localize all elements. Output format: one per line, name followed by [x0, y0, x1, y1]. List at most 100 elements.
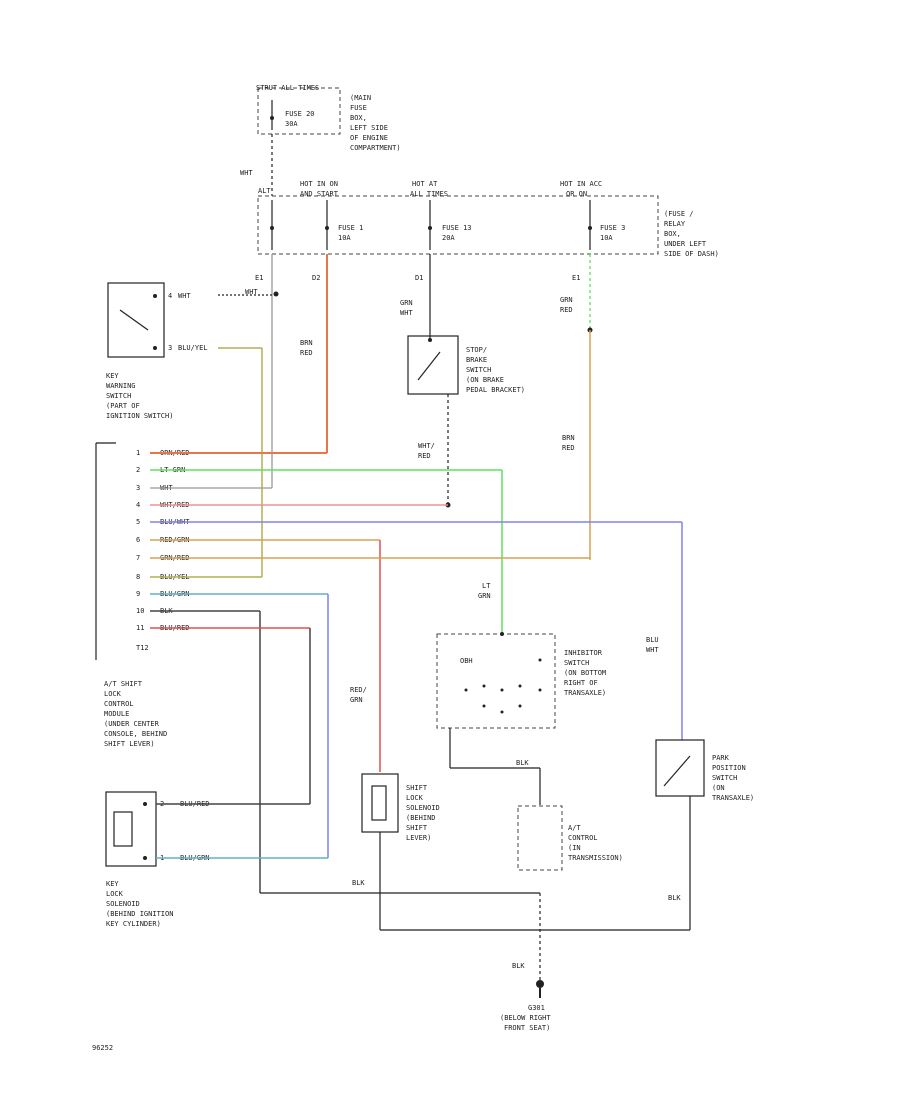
svg-text:RED: RED [418, 452, 431, 460]
svg-text:BRAKE: BRAKE [466, 356, 487, 364]
main-fuse-title: STRUT ALL TIMES [256, 84, 319, 92]
connector-pin-number: 3 [136, 484, 140, 492]
svg-text:LOCK: LOCK [406, 794, 424, 802]
svg-text:COMPARTMENT): COMPARTMENT) [350, 144, 401, 152]
inhibitor-switch: OBH INHIBITOR SWITCH (ON BOTTOM RIGHT OF… [436, 632, 606, 805]
svg-text:RIGHT OF: RIGHT OF [564, 679, 598, 687]
fuse-relay-box: ALT HOT IN ON AND START HOT AT ALL TIMES… [257, 180, 719, 258]
key-warning-switch: 4 WHT 3 BLU/YEL KEY WARNING SWITCH (PART… [106, 282, 272, 577]
svg-text:INHIBITOR: INHIBITOR [564, 649, 603, 657]
svg-text:4: 4 [168, 292, 172, 300]
svg-text:GRN: GRN [350, 696, 363, 704]
alt-label: ALT [258, 187, 271, 195]
svg-text:POSITION: POSITION [712, 764, 746, 772]
svg-text:FUSE: FUSE [350, 104, 367, 112]
svg-text:BOX,: BOX, [664, 230, 681, 238]
svg-text:SHIFT LEVER): SHIFT LEVER) [104, 740, 155, 748]
svg-text:SWITCH: SWITCH [106, 392, 131, 400]
connector-pin-number: 9 [136, 590, 140, 598]
svg-text:(ON BOTTOM: (ON BOTTOM [564, 669, 606, 677]
key-lock-solenoid: 2 BLU/RED 1 BLU/GRN KEY LOCK SOLENOID (B… [105, 791, 328, 928]
solenoid-label: SHIFT LOCK SOLENOID (BEHIND SHIFT LEVER) [406, 784, 440, 842]
svg-text:(MAIN: (MAIN [350, 94, 371, 102]
at-control-label: A/T CONTROL (IN TRANSMISSION) [568, 824, 623, 862]
inhibitor-grid: OBH [460, 657, 473, 665]
wire-brn-red-label: BRN [300, 339, 313, 347]
svg-text:SOLENOID: SOLENOID [106, 900, 140, 908]
svg-text:FRONT SEAT): FRONT SEAT) [504, 1024, 550, 1032]
at-control: A/T CONTROL (IN TRANSMISSION) [517, 805, 623, 871]
svg-text:TRANSMISSION): TRANSMISSION) [568, 854, 623, 862]
svg-text:SIDE OF DASH): SIDE OF DASH) [664, 250, 719, 258]
connector-pin-number: 7 [136, 554, 140, 562]
key-lock-solenoid-label: KEY LOCK SOLENOID (BEHIND IGNITION KEY C… [106, 880, 173, 928]
fuse1-label: FUSE 1 [338, 224, 363, 232]
hot-all-label: HOT AT [412, 180, 438, 188]
svg-text:CONTROL: CONTROL [104, 700, 134, 708]
wire-blk-left-label: BLK [352, 879, 365, 887]
terminal-e1: E1 [255, 274, 263, 282]
footer-code: 96252 [92, 1044, 113, 1052]
svg-text:(ON BRAKE: (ON BRAKE [466, 376, 504, 384]
wire-blk-ground-label: BLK [512, 962, 525, 970]
svg-text:CONSOLE, BEHIND: CONSOLE, BEHIND [104, 730, 167, 738]
brake-switch-label: STOP/ BRAKE SWITCH (ON BRAKE PEDAL BRACK… [466, 346, 525, 394]
svg-text:IGNITION SWITCH): IGNITION SWITCH) [106, 412, 173, 420]
svg-text:LOCK: LOCK [106, 890, 124, 898]
connector-pin-number: 10 [136, 607, 144, 615]
svg-text:SWITCH: SWITCH [466, 366, 491, 374]
svg-text:(ON: (ON [712, 784, 725, 792]
connector-pin-number: 11 [136, 624, 144, 632]
svg-text:GRN: GRN [478, 592, 491, 600]
terminal-e1b: E1 [572, 274, 580, 282]
svg-text:LOCK: LOCK [104, 690, 122, 698]
svg-text:ALL TIMES: ALL TIMES [410, 190, 448, 198]
wire-blk-mid-label: BLK [516, 759, 529, 767]
wire-lt-grn-label: LT [482, 582, 491, 590]
key-switch-pin1-wire: WHT [178, 292, 191, 300]
wire-brn-red-right-label: BRN [562, 434, 575, 442]
svg-text:OF ENGINE: OF ENGINE [350, 134, 388, 142]
svg-text:KEY: KEY [106, 880, 119, 888]
key-switch-label: KEY WARNING SWITCH (PART OF IGNITION SWI… [106, 372, 173, 420]
connector-pin-number: 2 [136, 466, 140, 474]
svg-text:WHT: WHT [646, 646, 659, 654]
svg-text:KEY: KEY [106, 372, 119, 380]
terminal-d2: D2 [312, 274, 320, 282]
svg-text:(BELOW RIGHT: (BELOW RIGHT [500, 1014, 551, 1022]
fuse-relay-location: (FUSE / RELAY BOX, UNDER LEFT SIDE OF DA… [664, 210, 719, 258]
svg-text:SWITCH: SWITCH [712, 774, 737, 782]
svg-text:LEFT SIDE: LEFT SIDE [350, 124, 388, 132]
connector-pin-number: 4 [136, 501, 140, 509]
hot-acc-label: HOT IN ACC [560, 180, 602, 188]
svg-text:SOLENOID: SOLENOID [406, 804, 440, 812]
svg-text:MODULE: MODULE [104, 710, 129, 718]
svg-text:(FUSE /: (FUSE / [664, 210, 694, 218]
svg-text:WHT: WHT [400, 309, 413, 317]
svg-text:(BEHIND IGNITION: (BEHIND IGNITION [106, 910, 173, 918]
connector-pin-number: 5 [136, 518, 140, 526]
at-control-module-label: A/T SHIFT LOCK CONTROL MODULE (UNDER CEN… [104, 680, 167, 748]
svg-text:LEVER): LEVER) [406, 834, 431, 842]
wire-grn-wht-label: GRN [400, 299, 413, 307]
wire-red-grn-label: RED/ [350, 686, 367, 694]
svg-text:WARNING: WARNING [106, 382, 136, 390]
wire-wht-red-label: WHT/ [418, 442, 435, 450]
wire-blk-right-label: BLK [668, 894, 681, 902]
connector-pin-number: 8 [136, 573, 140, 581]
wire-wht-top-label: WHT [240, 169, 253, 177]
inhibitor-label: INHIBITOR SWITCH (ON BOTTOM RIGHT OF TRA… [564, 649, 606, 697]
svg-text:A/T SHIFT: A/T SHIFT [104, 680, 143, 688]
shift-lock-solenoid: SHIFT LOCK SOLENOID (BEHIND SHIFT LEVER) [361, 773, 440, 930]
svg-text:RELAY: RELAY [664, 220, 686, 228]
hot-run-label: HOT IN ON [300, 180, 338, 188]
svg-text:(BEHIND: (BEHIND [406, 814, 436, 822]
key-switch-pin2-wire: BLU/YEL [178, 344, 208, 352]
svg-text:OR ON: OR ON [566, 190, 587, 198]
main-fuse-amp: 30A [285, 120, 298, 128]
svg-text:SHIFT: SHIFT [406, 824, 428, 832]
wire-wht-e1-label: WHT [245, 288, 258, 296]
svg-text:PARK: PARK [712, 754, 730, 762]
svg-text:RED: RED [562, 444, 575, 452]
